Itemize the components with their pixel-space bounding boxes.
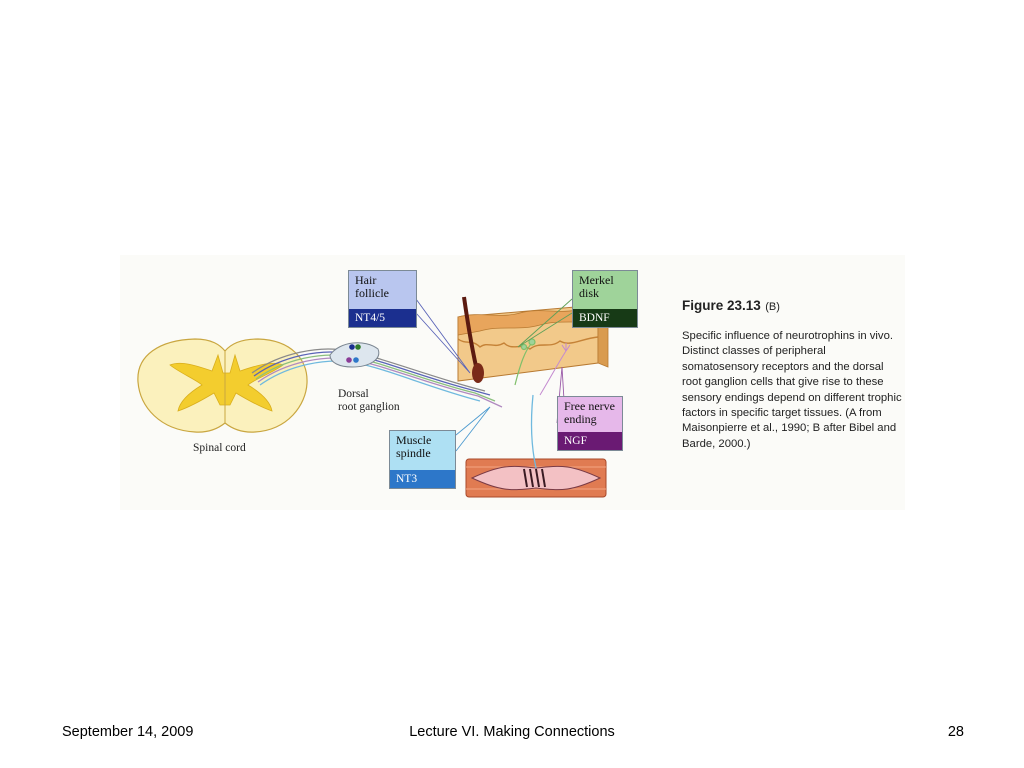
footer-date: September 14, 2009	[62, 724, 194, 740]
skin-drawing	[457, 304, 609, 382]
footer-page-number: 28	[947, 724, 964, 740]
caption-subtitle: (B)	[765, 301, 780, 313]
caption-body: Specific influence of neurotrophins in v…	[682, 330, 902, 450]
neurotrophin-diagram	[137, 296, 609, 498]
free-nerve-ending-label: Free nerve ending NGF	[557, 396, 623, 451]
footer-title: Lecture VI. Making Connections	[409, 724, 615, 740]
figure-caption: Figure 23.13 (B) Specific influence of n…	[682, 297, 902, 452]
spinal-cord-text: Spinal cord	[193, 442, 246, 454]
merkel-disk-factor: BDNF	[573, 309, 637, 327]
free-nerve-ending-drawing	[539, 343, 571, 396]
caption-title: Figure 23.13	[682, 298, 761, 313]
merkel-disk-name: Merkel disk	[579, 273, 614, 300]
spinal-cord-drawing	[137, 338, 308, 433]
muscle-spindle-factor: NT3	[390, 470, 455, 488]
free-nerve-ending-factor: NGF	[558, 432, 622, 450]
spinal-cord-gray-matter	[169, 353, 284, 412]
muscle-spindle-label: Muscle spindle NT3	[389, 430, 456, 489]
muscle-spindle-name: Muscle spindle	[396, 433, 432, 460]
hair-follicle-drawing	[462, 296, 484, 383]
free-nerve-ending-name: Free nerve ending	[564, 399, 615, 426]
merkel-disk-label: Merkel disk BDNF	[572, 270, 638, 328]
merkel-disk-drawing	[514, 338, 536, 386]
muscle-spindle-drawing	[465, 394, 607, 498]
hair-follicle-name: Hair follicle	[355, 273, 389, 300]
hair-follicle-factor: NT4/5	[349, 309, 416, 327]
figure-panel: Hair follicle NT4/5 Merkel disk BDNF Fre…	[120, 255, 905, 510]
dorsal-root-ganglion-text: Dorsal root ganglion	[338, 388, 400, 413]
dorsal-root-ganglion-drawing	[329, 342, 380, 368]
caption-heading: Figure 23.13 (B)	[682, 297, 902, 315]
hair-follicle-label: Hair follicle NT4/5	[348, 270, 417, 328]
